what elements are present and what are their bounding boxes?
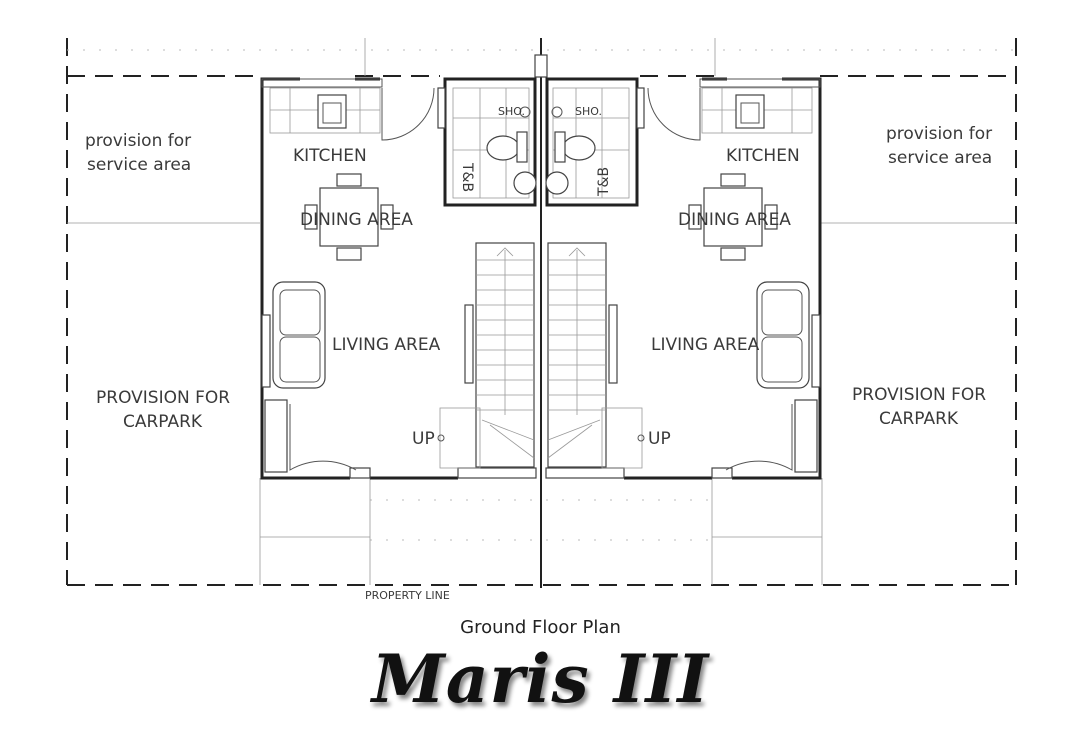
kitchen-label-right: KITCHEN bbox=[726, 146, 800, 166]
dining-label-left: DINING AREA bbox=[300, 210, 413, 230]
living-label-right: LIVING AREA bbox=[651, 335, 760, 355]
tb-label-left: T&B bbox=[459, 162, 475, 192]
toilet bbox=[562, 135, 596, 161]
lavatory bbox=[545, 171, 569, 195]
up-label-right: UP bbox=[648, 429, 671, 449]
service-area-label-left-2: service area bbox=[87, 155, 191, 175]
toilet bbox=[486, 135, 520, 161]
floor-plan-drawing: provision for service area provision for… bbox=[66, 38, 1017, 600]
shower-label-left: SHO. bbox=[498, 105, 525, 118]
model-title: Maris III bbox=[371, 640, 710, 718]
lavatory bbox=[513, 171, 537, 195]
unit-right bbox=[545, 77, 822, 480]
kitchen-label-left: KITCHEN bbox=[293, 146, 367, 166]
shower-label-right: SHO. bbox=[575, 105, 602, 118]
dining-table bbox=[703, 187, 763, 247]
dining-label-right: DINING AREA bbox=[678, 210, 791, 230]
carpark-label-left-2: CARPARK bbox=[123, 412, 203, 432]
carpark-label-right-2: CARPARK bbox=[879, 409, 959, 429]
service-area-label-right-2: service area bbox=[888, 148, 992, 168]
property-boundary bbox=[66, 38, 1017, 586]
carpark-label-right: PROVISION FOR bbox=[852, 385, 986, 405]
living-label-left: LIVING AREA bbox=[332, 335, 441, 355]
plan-subtitle: Ground Floor Plan bbox=[460, 617, 621, 638]
property-line-label: PROPERTY LINE bbox=[365, 589, 450, 600]
unit-left bbox=[260, 77, 537, 480]
up-label-left: UP bbox=[412, 429, 435, 449]
tb-label-right: T&B bbox=[596, 167, 612, 197]
room-labels: provision for service area provision for… bbox=[85, 105, 992, 600]
carpark-label-left: PROVISION FOR bbox=[96, 388, 230, 408]
site-lines bbox=[67, 38, 1016, 585]
service-area-label-left: provision for bbox=[85, 131, 191, 151]
dining-table bbox=[319, 187, 379, 247]
service-area-label-right: provision for bbox=[886, 124, 992, 144]
